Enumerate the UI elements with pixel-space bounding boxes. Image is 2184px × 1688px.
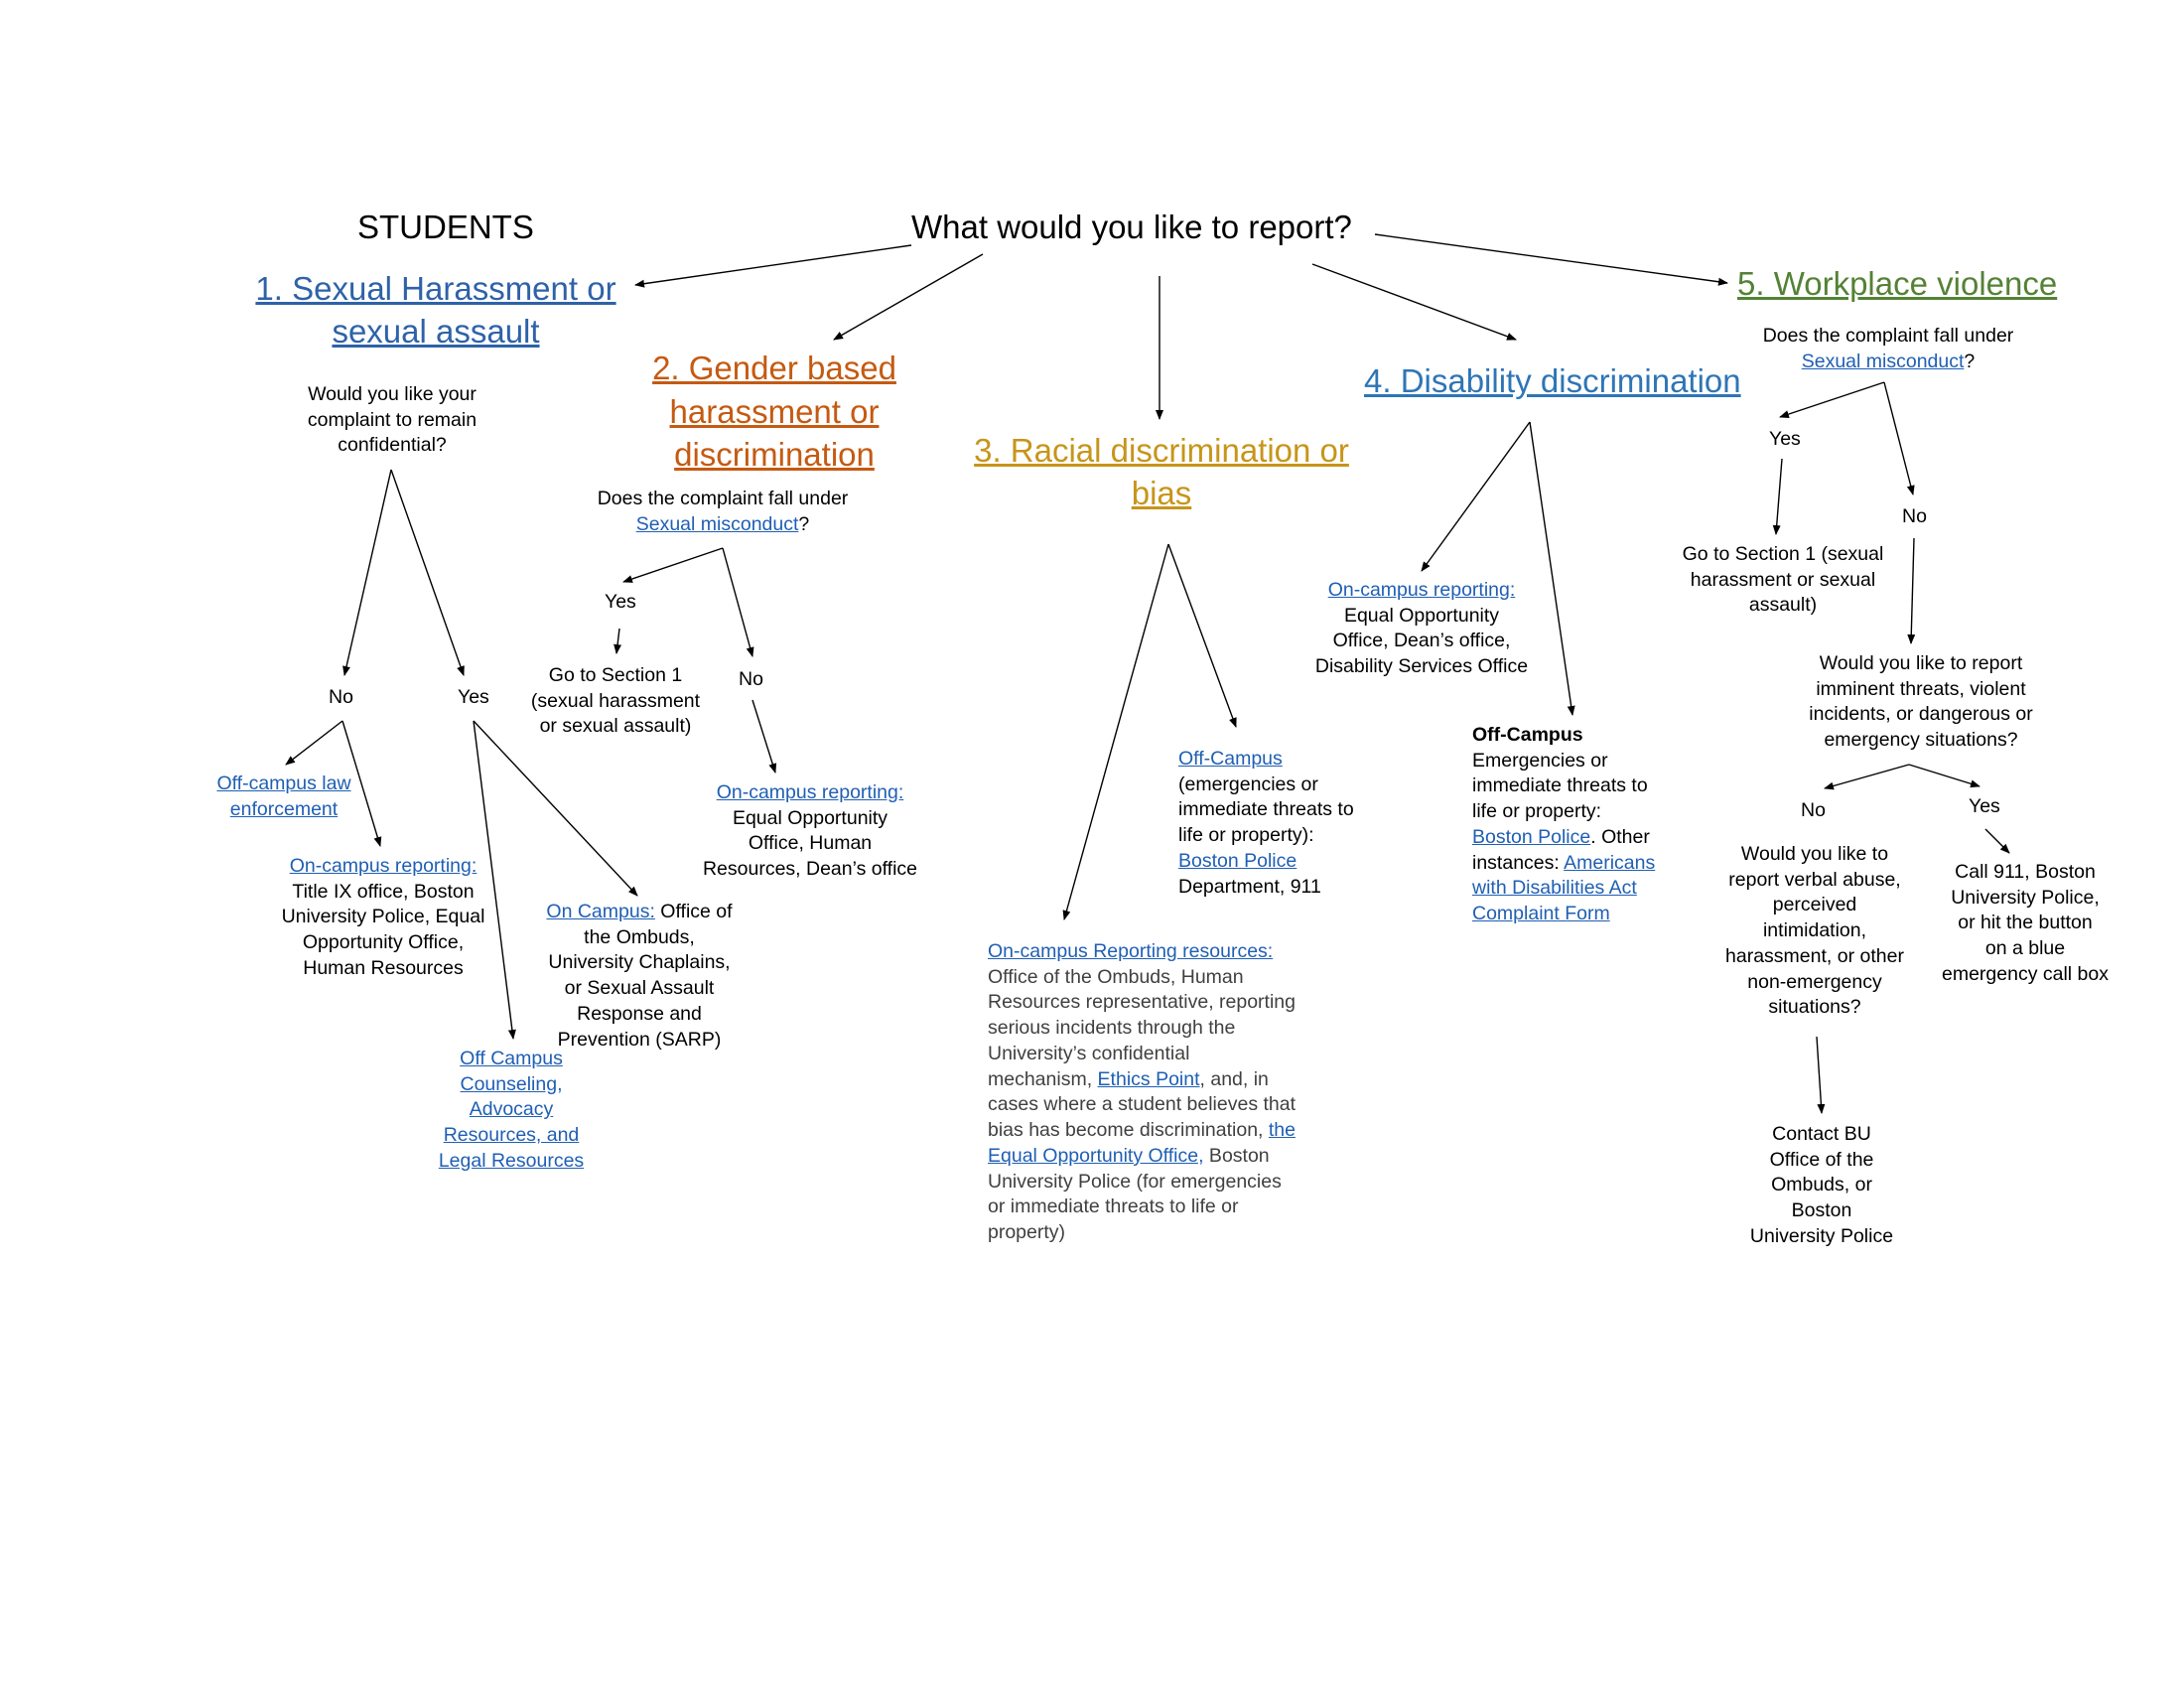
s4-ada-link-line3[interactable]: Complaint Form (1472, 903, 1610, 925)
main-question: What would you like to report? (911, 209, 1352, 245)
s2-arrow-onrep (751, 699, 777, 774)
s3-boston-police-link[interactable]: Boston Police (1178, 849, 1297, 872)
s3-oncampus-resources-link[interactable]: On-campus Reporting resources: (988, 940, 1274, 962)
s3-offcampus-link[interactable]: Off-Campus (1178, 748, 1283, 770)
s5-sexual-misconduct-link[interactable]: Sexual misconduct (1801, 350, 1965, 372)
s2-oncampus-reporting-link[interactable]: On-campus reporting: (716, 781, 904, 803)
s2-sexual-misconduct-link[interactable]: Sexual misconduct (635, 512, 799, 535)
s2-arrow-yes (622, 547, 724, 583)
arrow-to-section5 (1374, 233, 1728, 286)
section5-title[interactable]: 5. Workplace violence (1737, 265, 2058, 302)
s5-arrow-go (1772, 458, 1783, 535)
arrow-to-section4 (1311, 263, 1517, 341)
s1-arrow-offlaw (285, 720, 343, 766)
s5-arrow-yes2-call (1984, 828, 2010, 854)
s5-arrow-yes2 (1908, 764, 1980, 788)
s2-arrow-no (722, 547, 754, 657)
s1-oncampus-reporting-link[interactable]: On-campus reporting: (289, 855, 478, 877)
s2-yes-label: Yes (605, 591, 636, 613)
s2-no-label: No (739, 668, 763, 690)
section4-title[interactable]: 4. Disability discrimination (1364, 362, 1741, 399)
s1-oncampus-confidential: On Campus: Office of the Ombuds,Universi… (546, 901, 733, 1051)
s5-arrow-no2 (1824, 764, 1910, 790)
s5-misconduct-question: Does the complaint fall under Sexual mis… (1762, 325, 2014, 372)
students-label: STUDENTS (357, 209, 534, 245)
s5-arrow-no (1883, 381, 1915, 495)
arrow-to-section2 (833, 253, 984, 341)
s3-arrow-off (1167, 543, 1237, 728)
s1-arrow-yes (390, 469, 465, 676)
s5-no2-label: No (1801, 799, 1826, 821)
s4-arrow-off (1529, 421, 1575, 716)
s4-ada-link[interactable]: Americans (1564, 851, 1656, 874)
s3-the-link[interactable]: the (1268, 1119, 1296, 1142)
s5-yes2-label: Yes (1969, 795, 2000, 817)
s1-arrow-no (342, 469, 392, 676)
s2-arrow-go (614, 628, 622, 654)
s2-misconduct-question: Does the complaint fall under Sexual mis… (597, 488, 849, 535)
s4-offcampus-heading: Off-Campus (1472, 724, 1583, 746)
s4-arrow-on (1421, 421, 1531, 572)
s1-arrow-onrep (341, 720, 382, 847)
arrow-to-section1 (634, 244, 912, 288)
s3-ethics-point-link[interactable]: Ethics Point (1097, 1067, 1200, 1090)
s1-no-label: No (329, 686, 353, 708)
s4-boston-police-link[interactable]: Boston Police (1472, 825, 1591, 848)
section1-title[interactable]: 1. Sexual Harassment or sexual assault (255, 270, 616, 350)
s1-arrow-offcampus (473, 720, 516, 1040)
s4-ada-link-line2[interactable]: with Disabilities Act (1472, 877, 1637, 900)
s1-arrow-oncampus (473, 720, 638, 897)
s5-yes-label: Yes (1769, 428, 1801, 450)
s3-arrow-on (1062, 543, 1169, 920)
s5-arrow-q2 (1907, 537, 1916, 644)
s5-arrow-contact (1816, 1036, 1826, 1114)
s1-oncampus-link[interactable]: On Campus: (546, 901, 655, 922)
s5-arrow-yes (1779, 381, 1885, 418)
s5-no-label: No (1902, 505, 1927, 527)
s1-yes-label: Yes (458, 686, 489, 708)
s3-oncampus-resources: On-campus Reporting resources: Office of… (988, 939, 1345, 1246)
s3-equal-opportunity-link[interactable]: Equal Opportunity Office, (988, 1144, 1204, 1167)
s1-oncampus-reporting: On-campus reporting: Title IX office, Bo… (266, 854, 500, 982)
s4-oncampus-reporting-link[interactable]: On-campus reporting: (1327, 579, 1516, 601)
